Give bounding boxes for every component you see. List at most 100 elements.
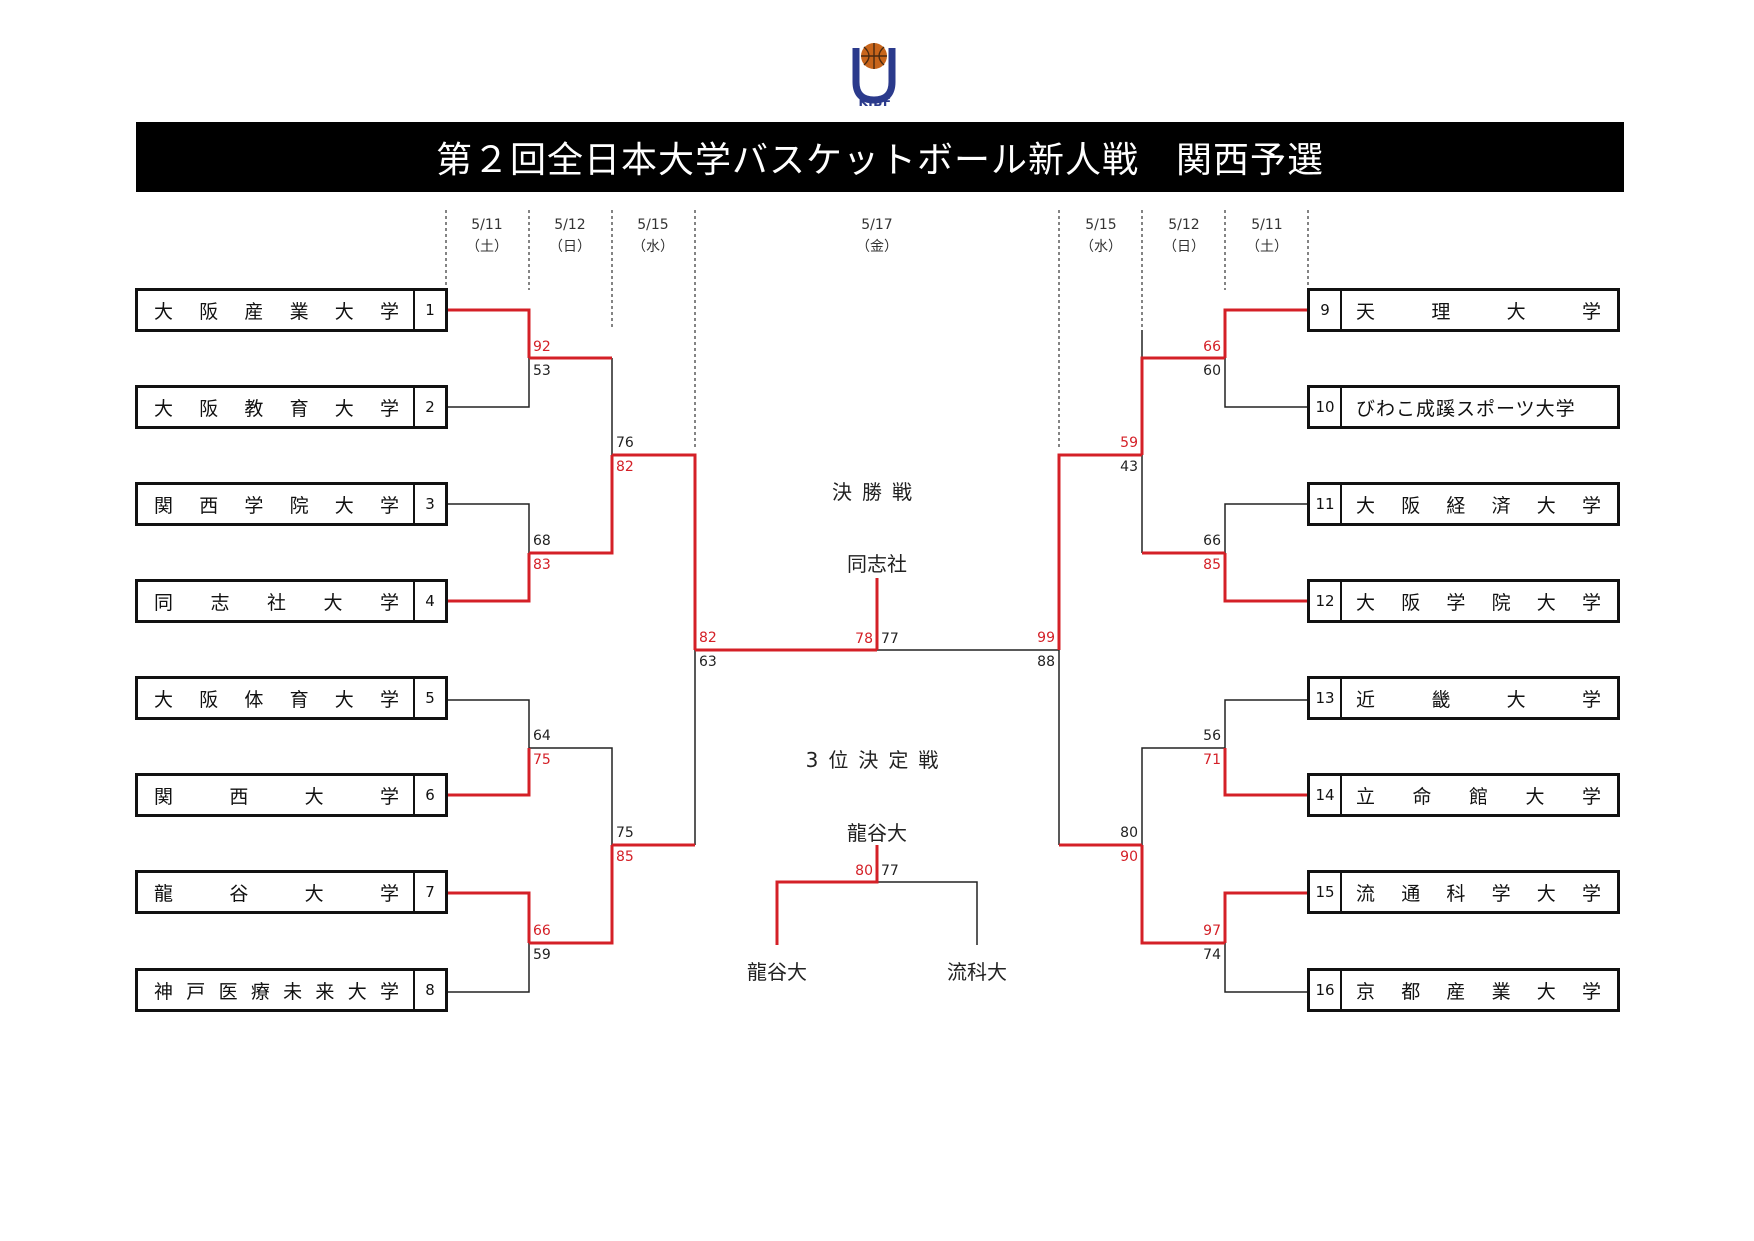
seed-number: 10 [1310,388,1342,426]
score-lose: 75 [616,825,634,841]
team-name: びわこ成蹊スポーツ大学 [1356,397,1576,420]
date-text: 5/11 [1251,217,1283,233]
score-lose: 66 [1203,533,1221,549]
team-box-9: 9 天理大学 [1307,288,1620,332]
date-header-right-r1: 5/11 （土） [1227,214,1307,258]
date-text: 5/15 [1085,217,1117,233]
score-lose: 59 [533,947,551,963]
date-header-right-sf: 5/15 （水） [1061,214,1141,258]
day-of-week: （日） [549,239,591,255]
team-box-4: 同志社大学 4 [135,579,448,623]
score-win: 90 [1120,849,1138,865]
day-of-week: （土） [1246,239,1288,255]
team-name: 大阪産業大学 [154,300,399,323]
team-name: 大阪教育大学 [154,397,399,420]
score-lose: 53 [533,363,551,379]
third-place-team-left: 龍谷大 [747,960,807,984]
score-win: 99 [1037,630,1055,646]
title-bar: 第２回全日本大学バスケットボール新人戦 関西予選 [136,122,1624,192]
score-win: 66 [1203,339,1221,355]
team-box-3: 関西学院大学 3 [135,482,448,526]
day-of-week: （水） [1080,239,1122,255]
seed-number: 7 [413,873,445,911]
third-place-winner: 龍谷大 [847,821,907,845]
score-win: 59 [1120,435,1138,451]
team-name: 同志社大学 [154,591,399,614]
score-lose: 63 [699,654,717,670]
team-name: 立命館大学 [1356,785,1601,808]
team-box-1: 大阪産業大学 1 [135,288,448,332]
team-name: 大阪経済大学 [1356,494,1601,517]
score-lose: 64 [533,728,551,744]
date-text: 5/12 [554,217,586,233]
day-of-week: （日） [1163,239,1205,255]
third-place-label: 3位決定戦 [805,748,949,772]
score-win: 97 [1203,923,1221,939]
final-winner: 同志社 [847,552,907,576]
team-box-8: 神戸医療未来大学 8 [135,968,448,1012]
score-win: 85 [1203,557,1221,573]
team-box-2: 大阪教育大学 2 [135,385,448,429]
team-box-10: 10 びわこ成蹊スポーツ大学 [1307,385,1620,429]
score-lose: 60 [1203,363,1221,379]
day-of-week: （水） [632,239,674,255]
score-lose: 68 [533,533,551,549]
day-of-week: （土） [466,239,508,255]
team-box-7: 龍谷大学 7 [135,870,448,914]
team-name: 京都産業大学 [1356,980,1601,1003]
score-lose: 80 [1120,825,1138,841]
seed-number: 9 [1310,291,1342,329]
date-text: 5/17 [861,217,893,233]
score-win: 92 [533,339,551,355]
score-lose: 56 [1203,728,1221,744]
score-lose: 76 [616,435,634,451]
round-dividers [445,210,1309,450]
score-win: 71 [1203,752,1221,768]
score-lose: 43 [1120,459,1138,475]
final-label: 決勝戦 [832,480,922,504]
date-text: 5/12 [1168,217,1200,233]
seed-number: 14 [1310,776,1342,814]
seed-number: 2 [413,388,445,426]
third-score-right: 77 [881,863,899,879]
team-name: 近畿大学 [1356,688,1601,711]
team-name: 関西大学 [154,785,399,808]
final-score-left: 78 [855,631,873,647]
third-score-left: 80 [855,863,873,879]
team-box-12: 12 大阪学院大学 [1307,579,1620,623]
final-score-right: 77 [881,631,899,647]
score-win: 66 [533,923,551,939]
team-box-11: 11 大阪経済大学 [1307,482,1620,526]
seed-number: 1 [413,291,445,329]
seed-number: 8 [413,971,445,1009]
team-box-6: 関西大学 6 [135,773,448,817]
score-win: 85 [616,849,634,865]
seed-number: 3 [413,485,445,523]
lose-paths [446,330,1308,993]
logo-text: KIBF [858,95,892,109]
date-header-left-r2: 5/12 （日） [530,214,610,258]
score-lose: 74 [1203,947,1221,963]
day-of-week: （金） [856,239,898,255]
seed-number: 13 [1310,679,1342,717]
date-header-right-r2: 5/12 （日） [1144,214,1224,258]
team-box-5: 大阪体育大学 5 [135,676,448,720]
kibf-logo-icon [852,43,896,104]
third-place-team-right: 流科大 [947,960,1007,984]
team-box-16: 16 京都産業大学 [1307,968,1620,1012]
seed-number: 4 [413,582,445,620]
page-title: 第２回全日本大学バスケットボール新人戦 関西予選 [435,140,1324,181]
team-box-14: 14 立命館大学 [1307,773,1620,817]
score-win: 83 [533,557,551,573]
seed-number: 11 [1310,485,1342,523]
seed-number: 16 [1310,971,1342,1009]
win-paths [446,308,1308,945]
date-header-final: 5/17 （金） [837,214,917,258]
date-header-left-r1: 5/11 （土） [447,214,527,258]
score-win: 82 [699,630,717,646]
score-lose: 88 [1037,654,1055,670]
score-win: 75 [533,752,551,768]
seed-number: 15 [1310,873,1342,911]
date-text: 5/11 [471,217,503,233]
